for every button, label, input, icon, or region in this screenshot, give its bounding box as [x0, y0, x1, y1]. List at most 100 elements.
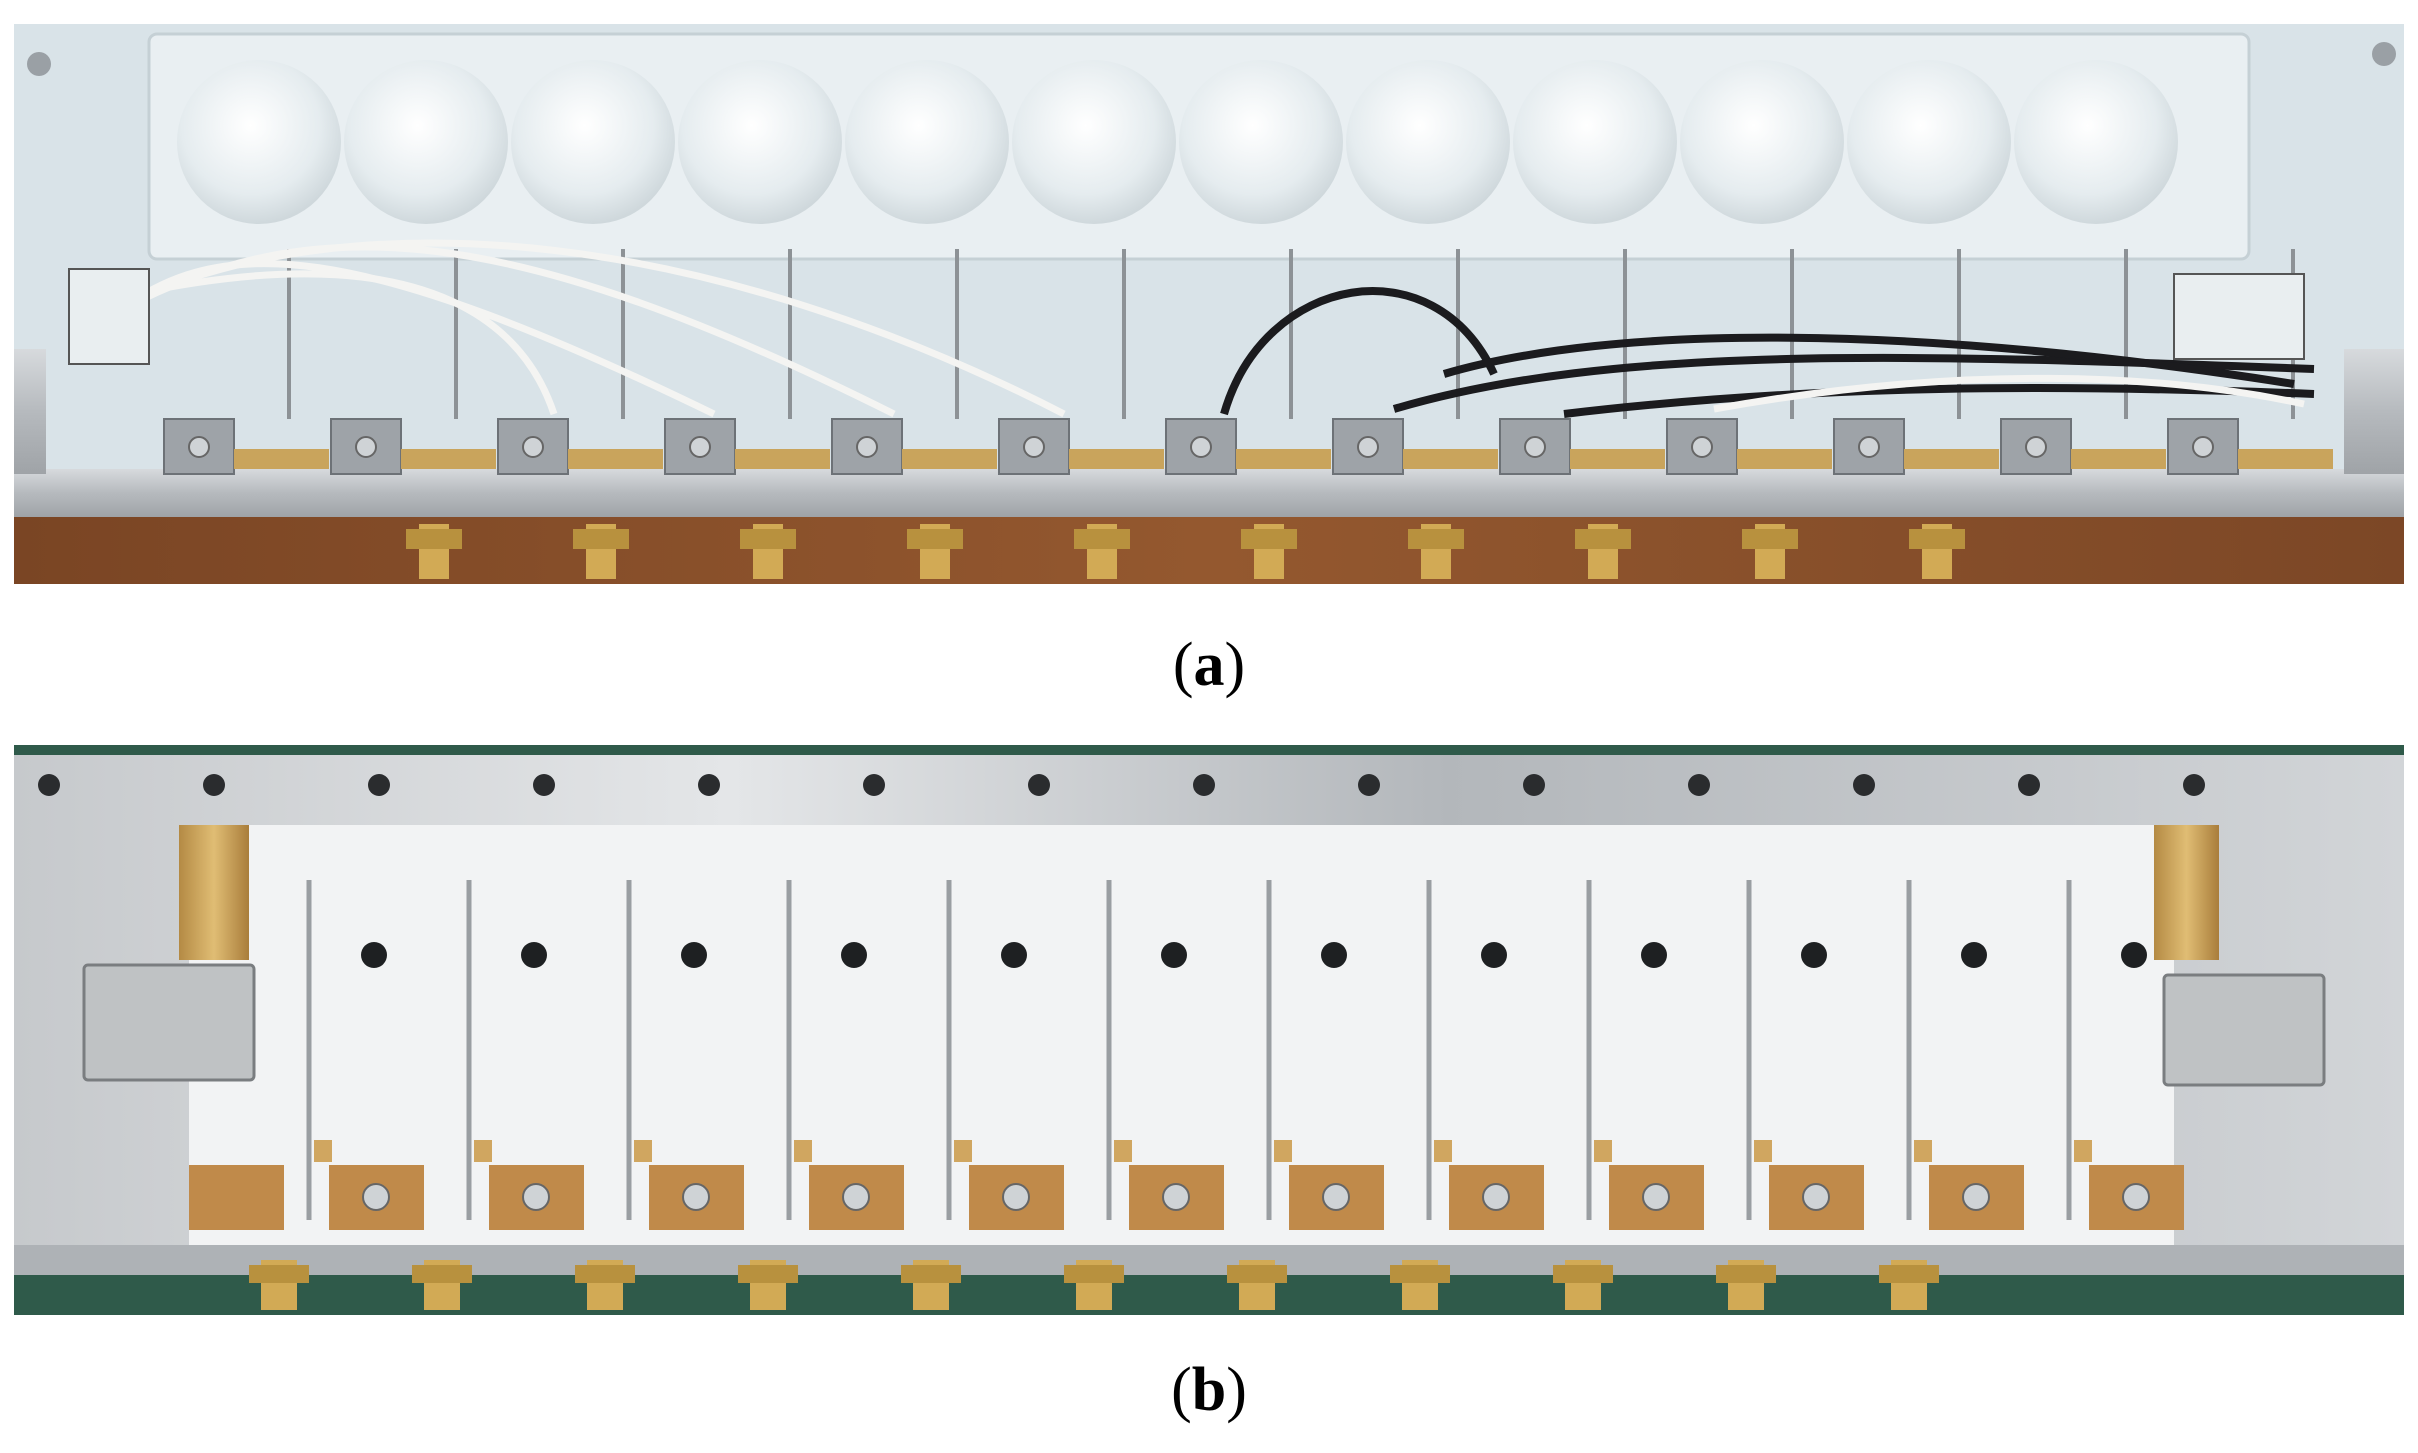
- dome: [1012, 60, 1176, 224]
- smd-component: [1114, 1140, 1132, 1162]
- mounting-hole: [38, 774, 60, 796]
- caption-b: (b): [1171, 1356, 1247, 1424]
- pcb-hole: [521, 942, 547, 968]
- screw: [1858, 436, 1880, 458]
- pcb-hole: [1161, 942, 1187, 968]
- bottom-rail: [14, 1245, 2404, 1275]
- smd-component: [1754, 1140, 1772, 1162]
- sma-flange: [1227, 1265, 1287, 1283]
- gold-strip: [2238, 449, 2333, 469]
- right-connector-board: [2173, 273, 2305, 360]
- screw: [856, 436, 878, 458]
- screw: [1482, 1183, 1510, 1211]
- sma-flange: [1064, 1265, 1124, 1283]
- dome: [344, 60, 508, 224]
- smd-component: [2074, 1140, 2092, 1162]
- gold-strip: [1069, 449, 1164, 469]
- screw: [842, 1183, 870, 1211]
- gold-strip: [568, 449, 663, 469]
- pcb-hole: [1321, 942, 1347, 968]
- screw: [2122, 1183, 2150, 1211]
- dome: [845, 60, 1009, 224]
- sma-flange: [907, 529, 963, 549]
- screw: [682, 1183, 710, 1211]
- mounting-hole: [1853, 774, 1875, 796]
- dome: [678, 60, 842, 224]
- pcb-hole: [1481, 942, 1507, 968]
- smd-component: [1434, 1140, 1452, 1162]
- screw: [355, 436, 377, 458]
- screw: [1023, 436, 1045, 458]
- smd-component: [1914, 1140, 1932, 1162]
- sma-flange: [1390, 1265, 1450, 1283]
- gold-strip: [401, 449, 496, 469]
- gold-strip: [735, 449, 830, 469]
- screw: [522, 1183, 550, 1211]
- dome: [1847, 60, 2011, 224]
- smd-component: [474, 1140, 492, 1162]
- mounting-hole: [203, 774, 225, 796]
- dome: [177, 60, 341, 224]
- mounting-hole: [1028, 774, 1050, 796]
- dome: [2014, 60, 2178, 224]
- pcb-hole: [1001, 942, 1027, 968]
- gold-bracket-right: [2154, 825, 2219, 960]
- pcb-hole: [2121, 942, 2147, 968]
- screw: [1642, 1183, 1670, 1211]
- sma-flange: [1241, 529, 1297, 549]
- left-bracket: [14, 349, 46, 474]
- sma-flange: [1074, 529, 1130, 549]
- mounting-hole: [1358, 774, 1380, 796]
- screw: [1962, 1183, 1990, 1211]
- antenna-array-bottom-view: [14, 745, 2404, 1315]
- rj45-connector-left: [82, 963, 256, 1082]
- gold-strip: [1403, 449, 1498, 469]
- sma-flange: [1716, 1265, 1776, 1283]
- mounting-hole: [368, 774, 390, 796]
- screw: [2025, 436, 2047, 458]
- dome: [1179, 60, 1343, 224]
- gold-strip: [234, 449, 329, 469]
- mount-pad: [330, 418, 402, 475]
- screw: [1002, 1183, 1030, 1211]
- smd-component: [634, 1140, 652, 1162]
- photo-panel-b: [14, 745, 2404, 1315]
- dome: [1346, 60, 1510, 224]
- mount-pad: [1165, 418, 1237, 475]
- screw: [1524, 436, 1546, 458]
- screw: [689, 436, 711, 458]
- mounting-hole: [2183, 774, 2205, 796]
- wooden-base: [14, 514, 2404, 584]
- screw: [1691, 436, 1713, 458]
- gold-strip: [2071, 449, 2166, 469]
- gold-strip: [1570, 449, 1665, 469]
- gold-strip: [1236, 449, 1331, 469]
- aluminum-rail: [14, 469, 2404, 517]
- pcb-hole: [1961, 942, 1987, 968]
- screw: [362, 1183, 390, 1211]
- dome-group: [177, 60, 2178, 224]
- screw: [1802, 1183, 1830, 1211]
- left-connector-board: [68, 268, 150, 365]
- caption-a: (a): [1172, 631, 1246, 699]
- mounting-hole: [863, 774, 885, 796]
- sma-flange: [1879, 1265, 1939, 1283]
- mounting-hole: [698, 774, 720, 796]
- smd-component: [1594, 1140, 1612, 1162]
- screw: [1162, 1183, 1190, 1211]
- dome: [511, 60, 675, 224]
- cable-group: [101, 239, 2315, 418]
- sma-flange: [406, 529, 462, 549]
- gold-strip: [1904, 449, 1999, 469]
- pcb-hole: [1801, 942, 1827, 968]
- screw: [1190, 436, 1212, 458]
- sma-flange: [575, 1265, 635, 1283]
- pcb-hole: [361, 942, 387, 968]
- pcb-hole: [681, 942, 707, 968]
- copper-pad: [189, 1165, 284, 1230]
- mounting-hole: [1688, 774, 1710, 796]
- antenna-array-top-view: [14, 24, 2404, 584]
- mounting-hole: [1193, 774, 1215, 796]
- sma-flange: [738, 1265, 798, 1283]
- screw: [2372, 42, 2396, 66]
